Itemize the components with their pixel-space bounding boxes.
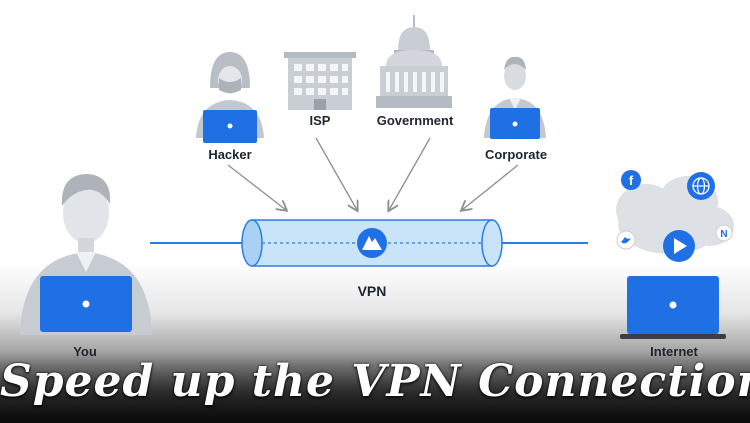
you-figure (20, 174, 152, 335)
svg-text:N: N (720, 229, 727, 240)
nord-icon: N (715, 224, 733, 242)
vpn-label: VPN (357, 283, 387, 299)
corporate-label: Corporate (484, 147, 548, 162)
isp-label: ISP (309, 113, 331, 128)
corporate-arrow (462, 164, 519, 210)
hacker-label: Hacker (208, 147, 252, 162)
government-arrow (389, 137, 431, 210)
svg-text:f: f (629, 173, 634, 188)
globe-icon (687, 172, 715, 200)
twitter-icon (616, 230, 636, 250)
corporate-figure (484, 56, 546, 139)
government-capitol-icon (376, 15, 452, 108)
hacker-figure (196, 52, 264, 143)
vpn-tunnel (241, 219, 503, 267)
hacker-arrow (227, 164, 286, 210)
isp-building-icon (284, 52, 356, 110)
isp-arrow (315, 137, 357, 210)
play-icon (663, 230, 695, 262)
title-banner (0, 352, 750, 423)
facebook-icon: f (621, 170, 641, 190)
internet-laptop (620, 276, 726, 339)
page-title: Speed up the VPN Connection (0, 356, 750, 407)
government-label: Government (376, 113, 454, 128)
